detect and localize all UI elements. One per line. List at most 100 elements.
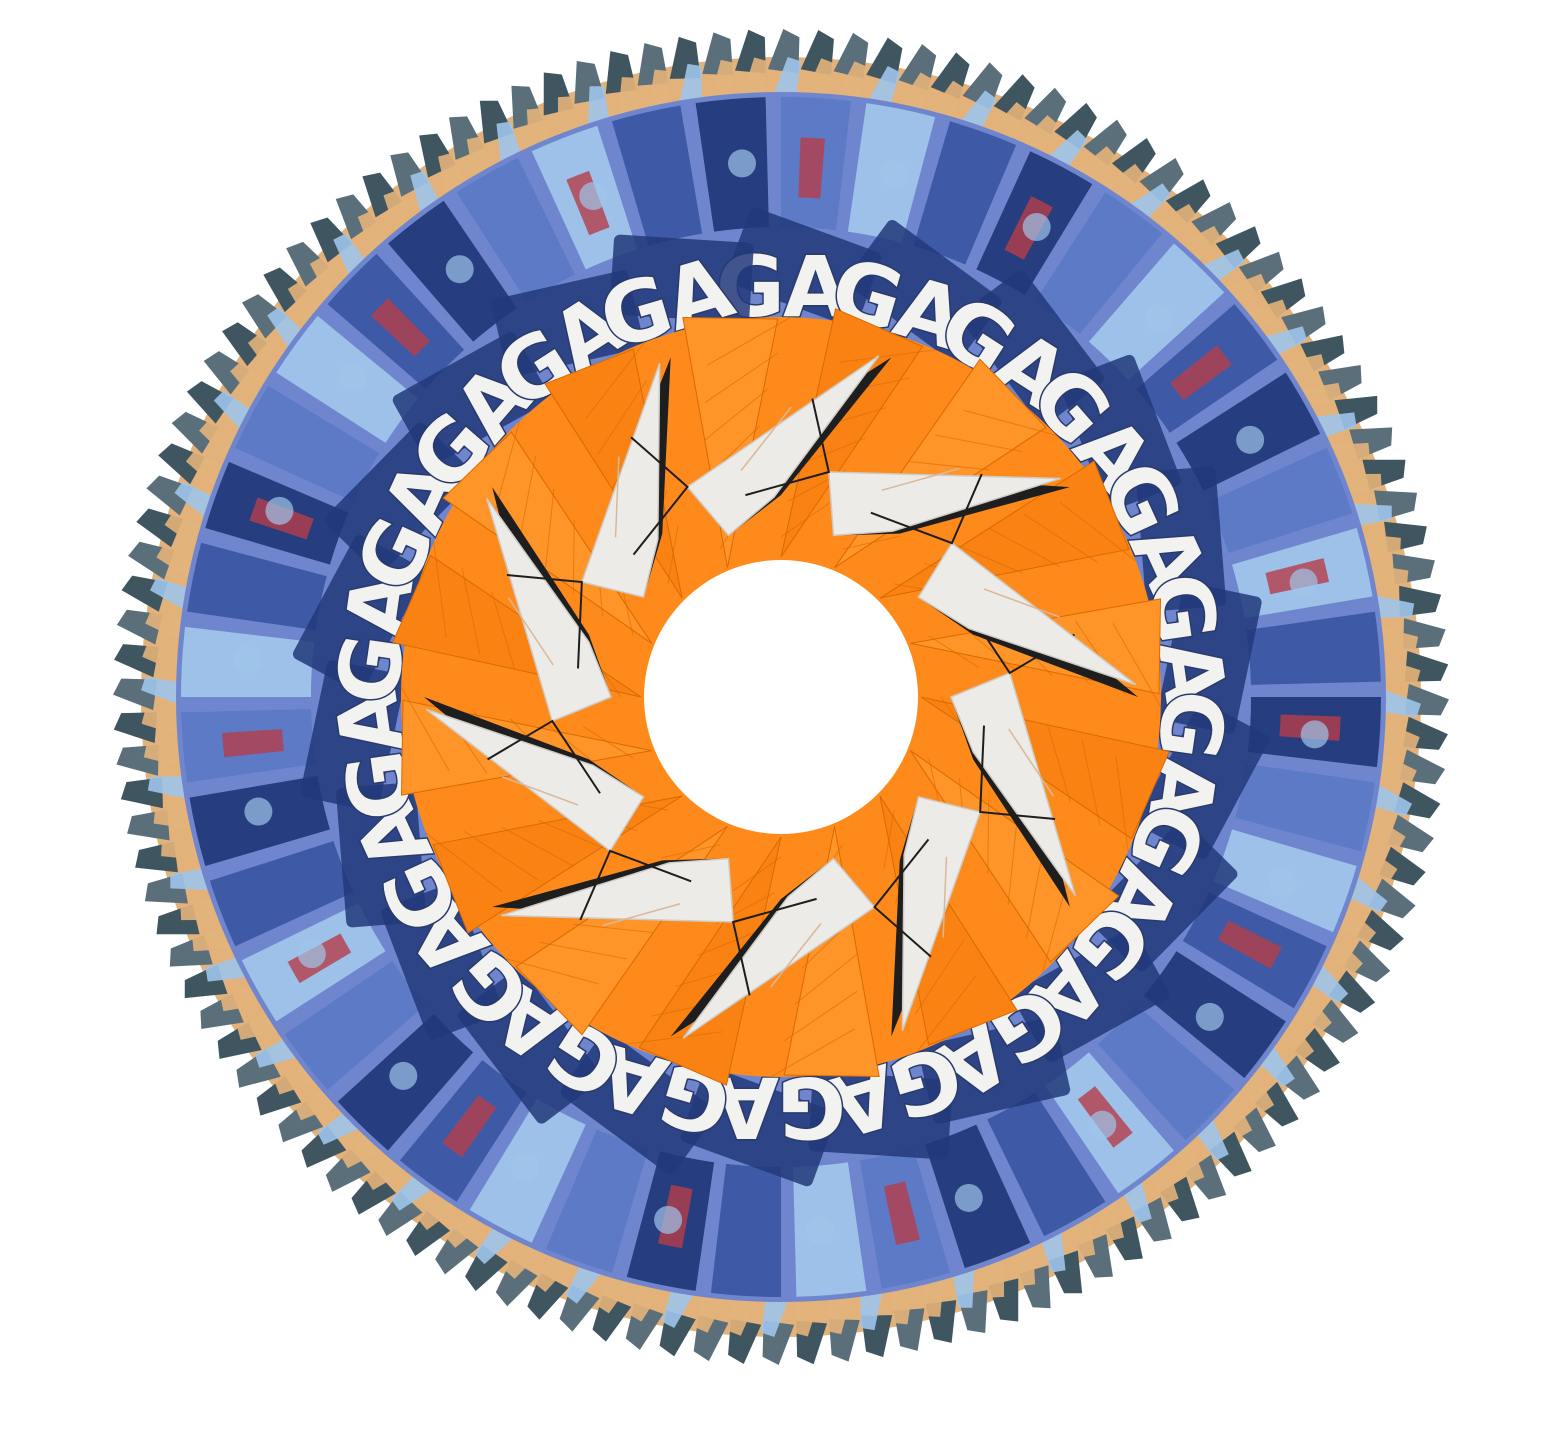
rim-chip (648, 69, 671, 112)
rim-chip (1372, 594, 1415, 618)
rim-chip (1377, 720, 1420, 751)
collage-face-chip (244, 797, 273, 826)
collage-panel (1235, 763, 1375, 852)
orange-grain (883, 810, 895, 869)
rim-chip (156, 545, 200, 581)
rim-tooth (435, 1228, 479, 1275)
rim-tooth (1294, 1027, 1340, 1072)
rim-chip (794, 1294, 821, 1337)
collage-face-chip (297, 940, 326, 969)
blade-crack (487, 719, 601, 794)
blade-seam (1008, 728, 1055, 797)
rim-chip (678, 63, 702, 106)
collage-panel (209, 840, 354, 947)
collage-face-chip (1022, 213, 1051, 242)
rim-chip (772, 57, 801, 100)
blade-seam (770, 923, 822, 988)
blade (901, 796, 982, 1031)
rim-tooth (1111, 138, 1156, 184)
collage-red-strip (222, 729, 284, 758)
collage-face-chip (1195, 1002, 1224, 1031)
ga-panel (1156, 582, 1262, 734)
collage-panel (611, 105, 703, 247)
rim-chip (727, 1293, 758, 1336)
collage-red-strip (1170, 345, 1232, 401)
orange-grain (538, 820, 607, 850)
orange-grain (505, 958, 599, 985)
rim-tooth (203, 351, 250, 395)
blade-crack (745, 398, 831, 497)
rim-chip (1358, 533, 1401, 557)
orange-grain (916, 975, 977, 1053)
orange-grain (1112, 623, 1162, 708)
collage-panel (187, 542, 327, 631)
collage-panel (1097, 1004, 1235, 1141)
rim-chip (921, 1274, 945, 1317)
orange-grain (1047, 724, 1071, 803)
ga-panel (336, 782, 427, 928)
collage-face-chip (1268, 869, 1297, 898)
rim-chip (761, 1294, 790, 1337)
rim-chip (1378, 657, 1421, 684)
orange-grain (539, 941, 627, 960)
collage-face-chip (727, 149, 756, 178)
blade-crack (506, 573, 583, 669)
orange-grain (433, 542, 447, 639)
collage-panel (284, 961, 426, 1090)
rim-chip (1374, 751, 1417, 784)
blade (580, 363, 661, 598)
collage-face-chip (1088, 1110, 1117, 1139)
collage-red-strip (798, 137, 825, 199)
orange-grain (964, 627, 1016, 671)
collage-panel (987, 1092, 1106, 1237)
orange-grain (707, 316, 792, 366)
orange-grain (1023, 513, 1098, 564)
collage-face-chip (579, 182, 608, 211)
blade-seam (942, 856, 948, 938)
orange-grain (572, 923, 654, 934)
collage-face-chip (233, 645, 262, 674)
orange-grain (989, 527, 1061, 568)
blade (425, 708, 645, 853)
orange-grain (1081, 739, 1101, 826)
collage-red-strip (442, 1095, 497, 1158)
rim-tooth (1083, 119, 1127, 166)
ga-panel (845, 219, 1002, 363)
ga-panel (725, 207, 882, 328)
rim-chip (142, 643, 185, 674)
ga-panel (292, 535, 426, 693)
collage-face-chip (511, 1152, 540, 1181)
rim-chip (147, 776, 190, 800)
orange-grain (935, 434, 1023, 453)
blade (950, 671, 1077, 896)
collage-red-strip (370, 298, 430, 357)
rim-chip (866, 65, 901, 109)
orange-grain (839, 349, 936, 363)
white-blade-swirl (424, 355, 1138, 1039)
ga-panel (808, 1071, 953, 1160)
rim-chip (149, 577, 193, 612)
ga-panel (300, 660, 406, 812)
collage-face-chip (389, 1061, 418, 1090)
orange-grain (704, 352, 779, 404)
collage-panel (545, 1129, 649, 1273)
rim-chip (1378, 688, 1421, 717)
collage-panel (1035, 192, 1163, 335)
rim-chip (891, 1282, 914, 1325)
orange-grain (1025, 851, 1044, 939)
orange-grain (585, 341, 646, 419)
orange-grain (842, 535, 901, 550)
orange-grain (1115, 755, 1129, 852)
blade-crack (731, 897, 817, 996)
rim-chip (153, 807, 196, 830)
ga-panel (609, 234, 754, 323)
rim-chip (827, 1292, 853, 1335)
ga-panel (491, 270, 644, 377)
blade-crack (979, 725, 1056, 821)
orange-grain (796, 437, 866, 467)
orange-grain (461, 568, 481, 655)
rim-chip (1369, 782, 1413, 817)
center-hole (644, 560, 918, 834)
blade-crack (630, 436, 689, 556)
collage-panel (1208, 447, 1353, 554)
